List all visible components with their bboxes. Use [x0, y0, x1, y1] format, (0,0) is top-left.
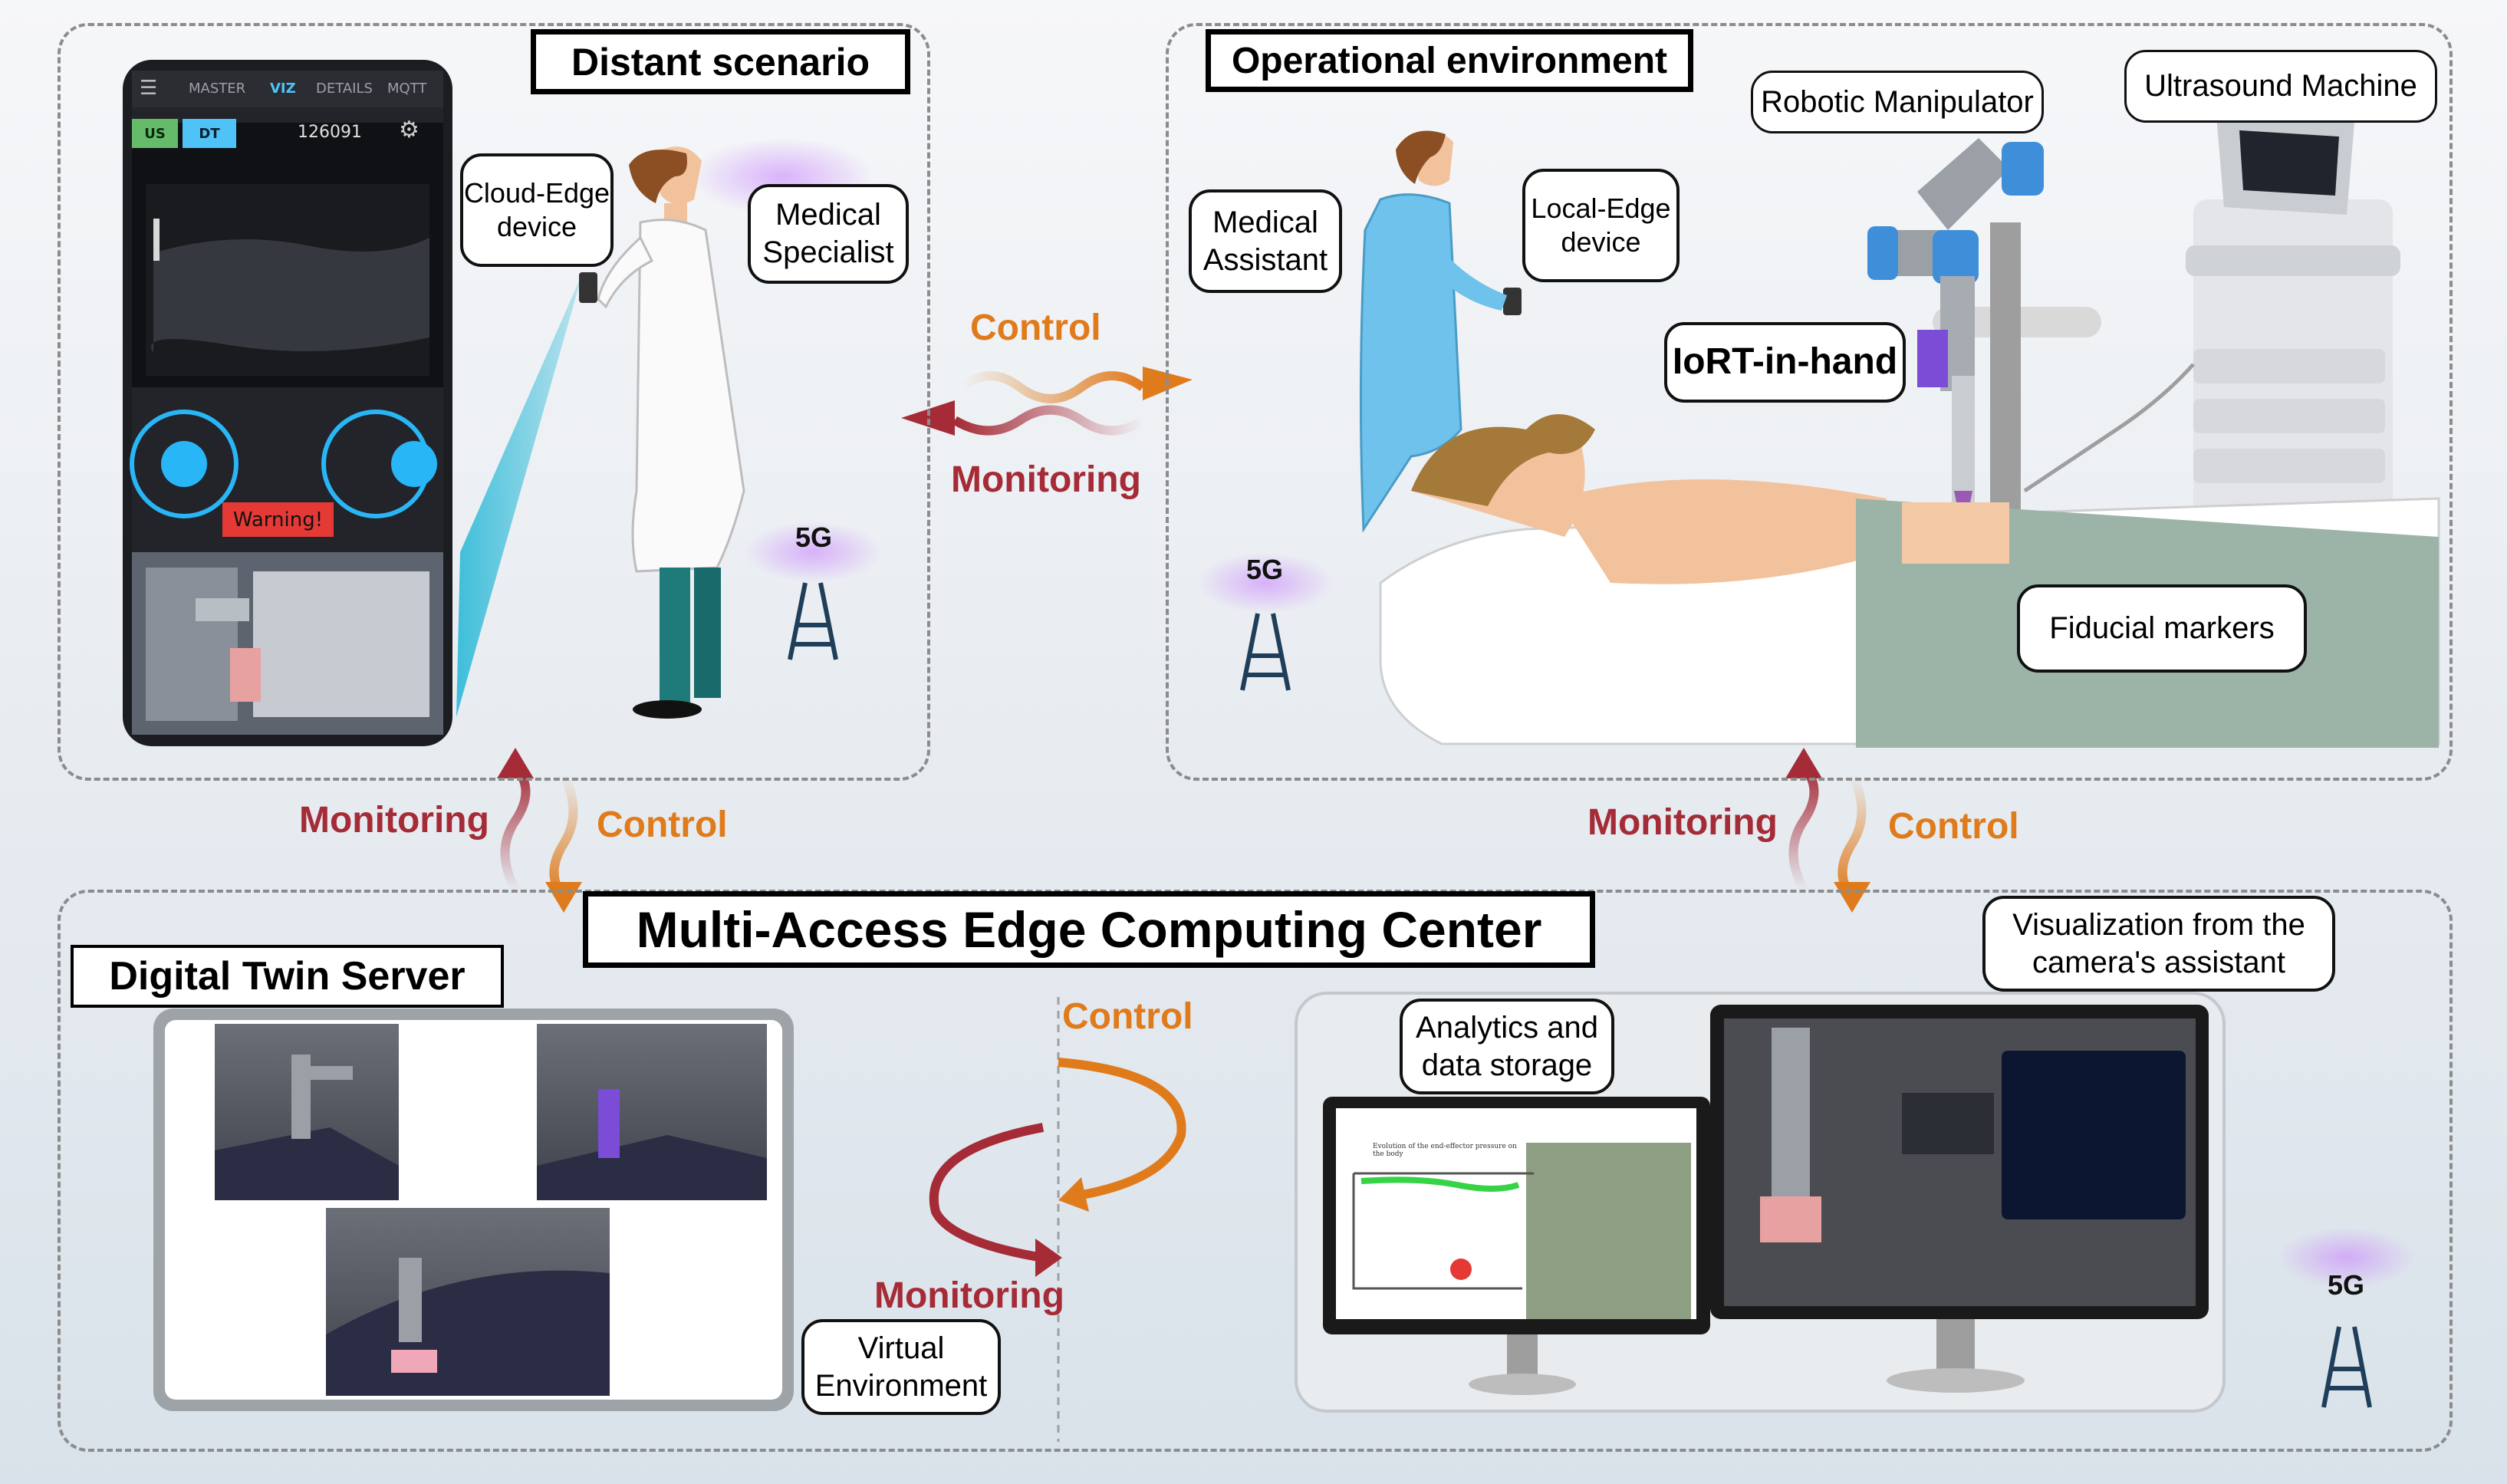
medical-assistant-label: Medical Assistant [1189, 189, 1342, 293]
control-label-top: Control [970, 308, 1101, 348]
5g-tag-mec: 5G [2328, 1269, 2365, 1301]
monitoring-wave-top [952, 405, 1146, 436]
monitoring-label-right: Monitoring [1587, 802, 1778, 843]
analytics-label: Analytics and data storage [1400, 999, 1614, 1094]
phone-id-value: 126091 [298, 123, 362, 142]
tower-icon-distant [744, 522, 882, 660]
medical-specialist-label: Medical Specialist [748, 184, 909, 284]
cloud-edge-device-label: Cloud-Edge device [460, 153, 614, 267]
phone-dt-button[interactable]: DT [183, 119, 236, 148]
phone-menu-icon[interactable]: ☰ [140, 77, 158, 100]
fiducial-markers-label: Fiducial markers [2017, 584, 2307, 673]
phone-tab-mqtt[interactable]: MQTT [387, 81, 427, 97]
medical-assistant-figure [1359, 130, 1522, 533]
monitoring-label-top: Monitoring [951, 459, 1141, 500]
phone-tab-master[interactable]: MASTER [189, 81, 246, 97]
phone-us-button[interactable]: US [132, 119, 178, 148]
digital-twin-server-title: Digital Twin Server [71, 945, 504, 1008]
control-label-loop: Control [1062, 996, 1193, 1037]
ultrasound-machine-figure [2023, 115, 2400, 568]
control-label-right: Control [1888, 806, 2019, 847]
region-operational-environment [1166, 23, 2453, 781]
monitoring-label-left: Monitoring [299, 800, 489, 841]
5g-tag-distant: 5G [795, 522, 833, 553]
5g-tag-operational: 5G [1246, 554, 1284, 585]
analytics-chart-title: Evolution of the end-effector pressure o… [1373, 1143, 1517, 1158]
tower-icon-operational [1196, 552, 1334, 691]
phone-warning: Warning! [222, 502, 334, 537]
operational-environment-title: Operational environment [1206, 29, 1693, 92]
digital-twin-tablet [153, 1009, 794, 1411]
virtual-environment-label: Virtual Environment [801, 1319, 1001, 1415]
region-distant-scenario [58, 23, 930, 781]
control-label-left: Control [597, 805, 728, 845]
robotic-manipulator-label: Robotic Manipulator [1751, 71, 2044, 133]
phone-illustration [123, 60, 452, 746]
monitors-group [1295, 992, 2226, 1413]
robotic-manipulator-figure [1867, 138, 2101, 545]
ultrasound-machine-label: Ultrasound Machine [2124, 50, 2437, 123]
phone-tab-details[interactable]: DETAILS [316, 81, 373, 97]
local-edge-device-label: Local-Edge device [1522, 169, 1680, 282]
iort-in-hand-label: IoRT-in-hand [1664, 322, 1906, 403]
screen-share-beam [456, 272, 583, 717]
phone-tab-viz[interactable]: VIZ [270, 81, 296, 97]
tower-icon-mec [2278, 1227, 2416, 1408]
phone-gear-icon[interactable]: ⚙ [399, 117, 419, 143]
mec-title: Multi-Access Edge Computing Center [583, 891, 1595, 968]
visualization-label: Visualization from the camera's assistan… [1982, 896, 2335, 992]
control-wave-top [959, 371, 1146, 403]
monitoring-label-loop: Monitoring [874, 1275, 1064, 1316]
distant-scenario-title: Distant scenario [531, 29, 910, 94]
